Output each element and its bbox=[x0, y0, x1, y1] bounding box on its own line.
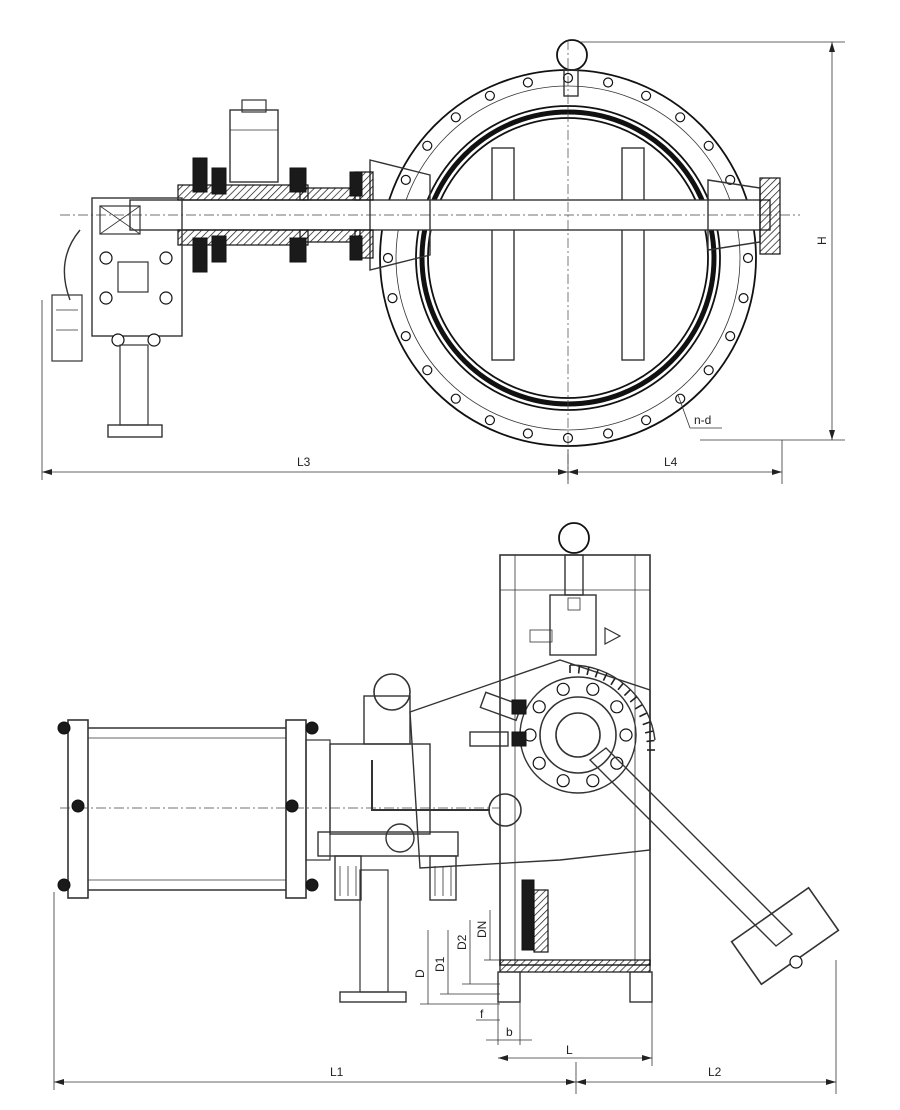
limit-switches bbox=[469, 691, 527, 747]
link-pin bbox=[488, 793, 522, 827]
bolt-hole bbox=[522, 77, 534, 88]
scale-tick bbox=[610, 677, 616, 686]
scale-tick bbox=[586, 666, 590, 676]
bolt-hole bbox=[532, 700, 546, 714]
bolt-hole bbox=[725, 174, 736, 185]
flange-bolt-holes bbox=[382, 72, 754, 444]
bolt-hole bbox=[556, 682, 570, 696]
leader-bolt-holes bbox=[677, 394, 722, 429]
scale-tick bbox=[602, 673, 608, 681]
bolt-hole bbox=[640, 90, 652, 101]
bolt-hole bbox=[738, 293, 749, 304]
bolt-hole bbox=[703, 365, 714, 376]
bolt-hole bbox=[422, 365, 433, 376]
bolt-hole bbox=[422, 140, 433, 151]
label-b: b bbox=[506, 1025, 513, 1039]
scale-tick bbox=[577, 665, 581, 674]
bolt-hole bbox=[610, 700, 624, 714]
bolt-hole bbox=[602, 77, 614, 88]
dim-height bbox=[580, 41, 845, 441]
bolt-hole bbox=[675, 112, 686, 123]
bolt-hole bbox=[387, 293, 398, 304]
actuator-coupling bbox=[177, 157, 363, 273]
scale-tick bbox=[617, 683, 624, 691]
top-view: H n-d L3 L4 bbox=[41, 39, 845, 484]
scale-tick bbox=[629, 696, 637, 703]
scale-tick bbox=[642, 721, 651, 726]
bolt-hole bbox=[619, 728, 633, 742]
bolt-hole bbox=[675, 393, 686, 404]
label-l2: L2 bbox=[708, 1065, 722, 1079]
scale-tick bbox=[646, 739, 655, 743]
bolt-hole bbox=[640, 415, 652, 426]
bolt-hole bbox=[484, 90, 495, 101]
label-h: H bbox=[815, 236, 829, 245]
lifting-eye-side bbox=[529, 522, 622, 656]
bolt-hole bbox=[742, 252, 754, 264]
bolt-hole bbox=[532, 756, 546, 770]
label-l: L bbox=[566, 1043, 573, 1057]
dim-flange bbox=[420, 910, 653, 1066]
solenoid-valve-top bbox=[229, 99, 279, 183]
label-dn: DN bbox=[475, 921, 489, 938]
air-filter-regulator bbox=[317, 823, 459, 1003]
scale-tick bbox=[644, 730, 654, 734]
counterweight-lever bbox=[588, 747, 840, 986]
actuator-arm-plate bbox=[409, 659, 651, 869]
bolt-hole bbox=[725, 331, 736, 342]
bolt-hole bbox=[602, 428, 614, 439]
bolt-hole bbox=[484, 415, 495, 426]
label-d: D bbox=[413, 969, 427, 978]
bolt-hole bbox=[556, 774, 570, 788]
bolt-hole bbox=[382, 252, 394, 264]
valve-hub bbox=[519, 676, 637, 794]
dim-length-top bbox=[41, 300, 783, 484]
scale-tick bbox=[634, 704, 643, 710]
bolt-hole bbox=[400, 331, 411, 342]
bolt-hole bbox=[522, 428, 534, 439]
side-view: L1 L2 L b f D D1 D2 DN bbox=[53, 522, 840, 1094]
bolt-hole bbox=[450, 393, 461, 404]
scale-tick bbox=[623, 689, 631, 697]
label-l1: L1 bbox=[330, 1065, 344, 1079]
bolt-hole bbox=[400, 174, 411, 185]
label-d2: D2 bbox=[455, 934, 469, 950]
scale-tick bbox=[639, 712, 647, 718]
label-n-d: n-d bbox=[694, 413, 711, 427]
shaft-bearing-right bbox=[707, 177, 781, 255]
solenoid-valve-side bbox=[329, 673, 490, 835]
bolt-hole bbox=[610, 756, 624, 770]
label-l3: L3 bbox=[297, 455, 311, 469]
scale-tick bbox=[594, 669, 599, 678]
valve-body-side bbox=[497, 554, 653, 1003]
bolt-hole bbox=[586, 774, 600, 788]
label-l4: L4 bbox=[664, 455, 678, 469]
position-scale bbox=[569, 664, 656, 741]
bolt-hole bbox=[703, 140, 714, 151]
dim-length-side bbox=[53, 892, 837, 1094]
bolt-hole bbox=[586, 682, 600, 696]
label-d1: D1 bbox=[433, 956, 447, 972]
actuator-gearbox bbox=[51, 197, 183, 438]
valve-shaft bbox=[60, 40, 800, 480]
lifting-eye-top bbox=[556, 39, 588, 97]
bolt-hole bbox=[450, 112, 461, 123]
label-f: f bbox=[480, 1007, 484, 1021]
